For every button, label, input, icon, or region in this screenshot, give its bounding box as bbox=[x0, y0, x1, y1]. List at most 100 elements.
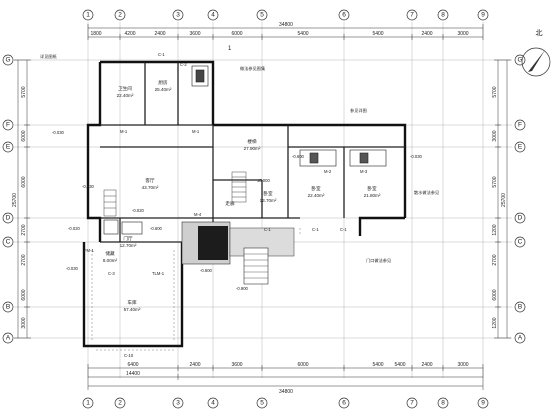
axis-label: 1 bbox=[86, 400, 90, 407]
axis-label: 2 bbox=[118, 12, 122, 19]
left-dimension-lines bbox=[14, 59, 31, 339]
axis-label: C bbox=[518, 239, 523, 246]
axis-label: 7 bbox=[410, 400, 414, 407]
axis-label: 4 bbox=[211, 400, 215, 407]
axis-label: 6 bbox=[342, 12, 346, 19]
left-span: 2700 bbox=[21, 254, 27, 265]
level-mark: -0.030 bbox=[410, 154, 423, 159]
right-span: 1200 bbox=[492, 224, 498, 235]
door-tag: M-4 bbox=[194, 212, 202, 217]
door-tag: M-1 bbox=[120, 129, 128, 134]
room-name: 车库 bbox=[127, 299, 137, 306]
window-tag: C-1 bbox=[158, 52, 165, 57]
room-area: 13.70m² bbox=[260, 198, 277, 203]
entrance-hatch bbox=[181, 221, 295, 285]
left-span-dimensions: 5700 6000 6000 2700 2700 6000 3000 25700 bbox=[12, 86, 27, 328]
level-mark: -0.030 bbox=[52, 130, 65, 135]
level-mark: -0.600 bbox=[150, 226, 163, 231]
bottom-span: 3000 bbox=[457, 362, 468, 368]
axis-label: 2 bbox=[118, 400, 122, 407]
top-span: 6000 bbox=[231, 31, 242, 37]
axis-label: E bbox=[6, 144, 11, 151]
note-text: 详见图纸 bbox=[40, 53, 58, 60]
axis-label: C bbox=[6, 239, 11, 246]
window-tag: C-3 bbox=[108, 271, 115, 276]
room-area: 27.90m² bbox=[244, 146, 261, 151]
room-area: 12.70m² bbox=[120, 243, 137, 248]
level-mark: -0.900 bbox=[236, 286, 249, 291]
door-tag: TLM-1 bbox=[152, 271, 165, 276]
window-door-tags: C-1 C-2 M-1 M-1 M-2 M-3 FM-1 C-1 C-1 C-1… bbox=[84, 52, 368, 358]
level-mark: -0.030 bbox=[82, 184, 95, 189]
axis-label: F bbox=[6, 122, 10, 129]
level-mark: -0.600 bbox=[292, 154, 305, 159]
room-name: 楼梯 bbox=[247, 138, 257, 145]
top-span: 2400 bbox=[154, 31, 165, 37]
level-mark: -0.030 bbox=[66, 266, 79, 271]
bottom-span: 5400 bbox=[394, 362, 405, 368]
axis-label: A bbox=[6, 335, 11, 342]
room-name: 走廊 bbox=[225, 200, 235, 207]
room-area: 25.40m² bbox=[155, 87, 172, 92]
axis-label: A bbox=[518, 335, 523, 342]
axis-label: B bbox=[6, 304, 10, 311]
room-area: 21.80m² bbox=[364, 193, 381, 198]
axis-label: 9 bbox=[481, 12, 485, 19]
note-text: 门口做法参见 bbox=[366, 257, 391, 264]
window-tag: C-2 bbox=[180, 62, 187, 67]
room-area: 8.00m² bbox=[103, 258, 118, 263]
room-name: 储藏 bbox=[105, 250, 115, 257]
fixture-blocks bbox=[103, 65, 387, 235]
bottom-span: 5400 bbox=[372, 362, 383, 368]
right-axis-bubbles: G F E D C B A bbox=[514, 54, 526, 344]
note-text: 参见详图 bbox=[350, 107, 367, 114]
door-tag: M-1 bbox=[192, 129, 200, 134]
axis-label: 3 bbox=[176, 12, 180, 19]
axis-label: 3 bbox=[176, 400, 180, 407]
window-tag: C-1 bbox=[264, 227, 271, 232]
bottom-sub-dimension: 14400 bbox=[126, 371, 140, 377]
axis-label: 8 bbox=[441, 400, 445, 407]
room-name: 客厅 bbox=[145, 177, 155, 184]
room-name: 厨房 bbox=[158, 79, 168, 86]
top-span: 3600 bbox=[189, 31, 200, 37]
axis-label: D bbox=[518, 215, 523, 222]
level-mark: -0.600 bbox=[200, 268, 213, 273]
right-total-dimension: 25700 bbox=[501, 193, 507, 207]
section-mark: 1 bbox=[228, 46, 232, 52]
top-total-dimension: 34800 bbox=[279, 22, 293, 28]
left-span: 6000 bbox=[21, 289, 27, 300]
bottom-span: 3600 bbox=[231, 362, 242, 368]
top-axis-bubbles: 1 2 3 4 5 6 7 8 9 bbox=[82, 9, 489, 21]
left-span: 3000 bbox=[21, 317, 27, 328]
bottom-span-dimensions: 6400 2400 3600 6000 5400 5400 2400 3000 … bbox=[126, 362, 469, 377]
bottom-span: 2400 bbox=[421, 362, 432, 368]
right-dimension-lines bbox=[494, 59, 511, 339]
window-tag: C-1 bbox=[312, 227, 319, 232]
right-span: 3000 bbox=[492, 130, 498, 141]
left-span: 6000 bbox=[21, 176, 27, 187]
axis-label: G bbox=[5, 57, 10, 64]
left-span: 6000 bbox=[21, 130, 27, 141]
north-label: 北 bbox=[536, 29, 543, 37]
left-span: 2700 bbox=[21, 224, 27, 235]
right-span-dimensions: 5700 3000 5700 1200 2700 6000 1200 25700 bbox=[492, 86, 507, 328]
dashed-guides bbox=[91, 228, 301, 351]
axis-label: 6 bbox=[342, 400, 346, 407]
north-arrow-icon: 北 bbox=[521, 29, 551, 77]
note-text: 做法参见图集 bbox=[240, 65, 266, 72]
bottom-span: 2400 bbox=[189, 362, 200, 368]
door-tag: M-2 bbox=[324, 169, 332, 174]
top-span: 1800 bbox=[90, 31, 101, 37]
door-tag: FM-1 bbox=[84, 248, 94, 253]
exterior-walls bbox=[82, 60, 407, 348]
bottom-span: 6400 bbox=[127, 362, 138, 368]
top-dimension-lines bbox=[87, 24, 484, 40]
stair-icon bbox=[103, 171, 247, 217]
top-span: 4200 bbox=[124, 31, 135, 37]
room-area: 22.40m² bbox=[117, 93, 134, 98]
level-mark: -0.020 bbox=[68, 226, 81, 231]
top-span: 5400 bbox=[372, 31, 383, 37]
door-tag: C-10 bbox=[124, 353, 134, 358]
